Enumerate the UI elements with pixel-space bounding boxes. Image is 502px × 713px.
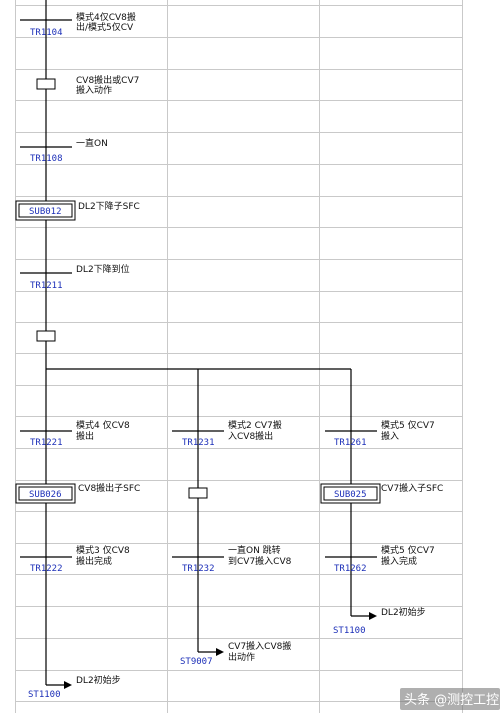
transition-tr1261[interactable]: TR1261 模式5 仅CV7 搬入: [325, 419, 435, 448]
jump-arrow-icon: [369, 612, 377, 620]
jump-comment: DL2初始步: [381, 606, 426, 618]
sub-step-sub025[interactable]: SUB025 CV7搬入子SFC: [320, 482, 443, 504]
step-box[interactable]: [188, 487, 208, 499]
transition-comment: 一直ON 跳转: [228, 544, 281, 556]
transition-label: TR1221: [30, 438, 63, 448]
jump-label: ST1100: [333, 626, 366, 636]
transition-tr1222[interactable]: TR1222 模式3 仅CV8 搬出完成: [20, 544, 130, 574]
transition-comment: 到CV7搬入CV8: [228, 555, 292, 567]
step-comment: 搬入动作: [76, 84, 112, 96]
step-divergence[interactable]: [36, 330, 56, 342]
transition-label: TR1231: [182, 438, 215, 448]
transition-tr1232[interactable]: TR1232 一直ON 跳转 到CV7搬入CV8: [172, 544, 292, 574]
transition-comment: 模式4 仅CV8: [76, 419, 130, 431]
transition-label: TR1104: [30, 28, 63, 38]
step-box[interactable]: [36, 78, 56, 90]
transition-label: TR1108: [30, 154, 63, 164]
step-comment: CV8搬出或CV7: [76, 74, 139, 86]
jump-label: ST9007: [180, 657, 213, 667]
jump-st1100-branch3[interactable]: ST1100 DL2初始步: [333, 606, 426, 636]
step-cv8-out-or-cv7-in[interactable]: CV8搬出或CV7 搬入动作: [36, 74, 139, 96]
transition-comment: 搬入完成: [381, 555, 417, 567]
transition-comment: 搬出完成: [76, 555, 112, 567]
sub-step-sub026[interactable]: SUB026 CV8搬出子SFC: [15, 482, 140, 504]
transition-comment: 模式4仅CV8搬: [76, 11, 136, 23]
transition-tr1262[interactable]: TR1262 模式5 仅CV7 搬入完成: [325, 544, 435, 574]
transition-tr1221[interactable]: TR1221 模式4 仅CV8 搬出: [20, 419, 130, 448]
transition-label: TR1261: [334, 438, 367, 448]
transition-comment: DL2下降到位: [76, 263, 130, 275]
sub-step-label: SUB026: [29, 490, 62, 500]
sub-step-comment: DL2下降子SFC: [78, 200, 140, 212]
transition-comment: 一直ON: [76, 137, 108, 149]
transition-tr1211[interactable]: TR1211 DL2下降到位: [20, 263, 130, 291]
jump-comment: CV7搬入CV8搬: [228, 640, 291, 652]
transition-comment: 入CV8搬出: [228, 430, 273, 442]
transition-label: TR1232: [182, 564, 215, 574]
transition-label: TR1262: [334, 564, 367, 574]
transition-comment: 模式2 CV7搬: [228, 419, 282, 431]
sub-step-sub012[interactable]: SUB012 DL2下降子SFC: [15, 200, 140, 221]
main-flow-wires: [45, 0, 352, 685]
transition-comment: 搬出: [76, 430, 94, 442]
step-box[interactable]: [36, 330, 56, 342]
step-branch2[interactable]: [188, 487, 208, 499]
transition-comment: 模式3 仅CV8: [76, 544, 130, 556]
jump-comment: 出动作: [228, 651, 255, 663]
sub-step-comment: CV7搬入子SFC: [381, 482, 443, 494]
jump-st9007[interactable]: ST9007 CV7搬入CV8搬 出动作: [180, 640, 291, 667]
transition-tr1104[interactable]: TR1104 模式4仅CV8搬 出/模式5仅CV: [20, 11, 136, 38]
transition-comment: 搬入: [381, 430, 399, 442]
jump-st1100-branch1[interactable]: ST1100 DL2初始步: [28, 674, 121, 700]
transition-comment: 模式5 仅CV7: [381, 544, 435, 556]
transition-comment: 模式5 仅CV7: [381, 419, 435, 431]
jump-label: ST1100: [28, 690, 61, 700]
sub-step-comment: CV8搬出子SFC: [78, 482, 140, 494]
transition-tr1108[interactable]: TR1108 一直ON: [20, 137, 108, 164]
transition-label: TR1222: [30, 564, 63, 574]
transition-tr1231[interactable]: TR1231 模式2 CV7搬 入CV8搬出: [172, 419, 282, 448]
transition-label: TR1211: [30, 281, 63, 291]
watermark: 头条 @测控工控: [400, 688, 500, 710]
sub-step-label: SUB012: [29, 207, 62, 217]
jump-arrow-icon: [64, 681, 72, 689]
transition-comment: 出/模式5仅CV: [76, 21, 134, 33]
grid: [15, 0, 463, 713]
jump-comment: DL2初始步: [76, 674, 121, 686]
sub-step-label: SUB025: [334, 490, 367, 500]
watermark-text: 头条 @测控工控: [404, 692, 499, 708]
jump-arrow-icon: [216, 648, 224, 656]
